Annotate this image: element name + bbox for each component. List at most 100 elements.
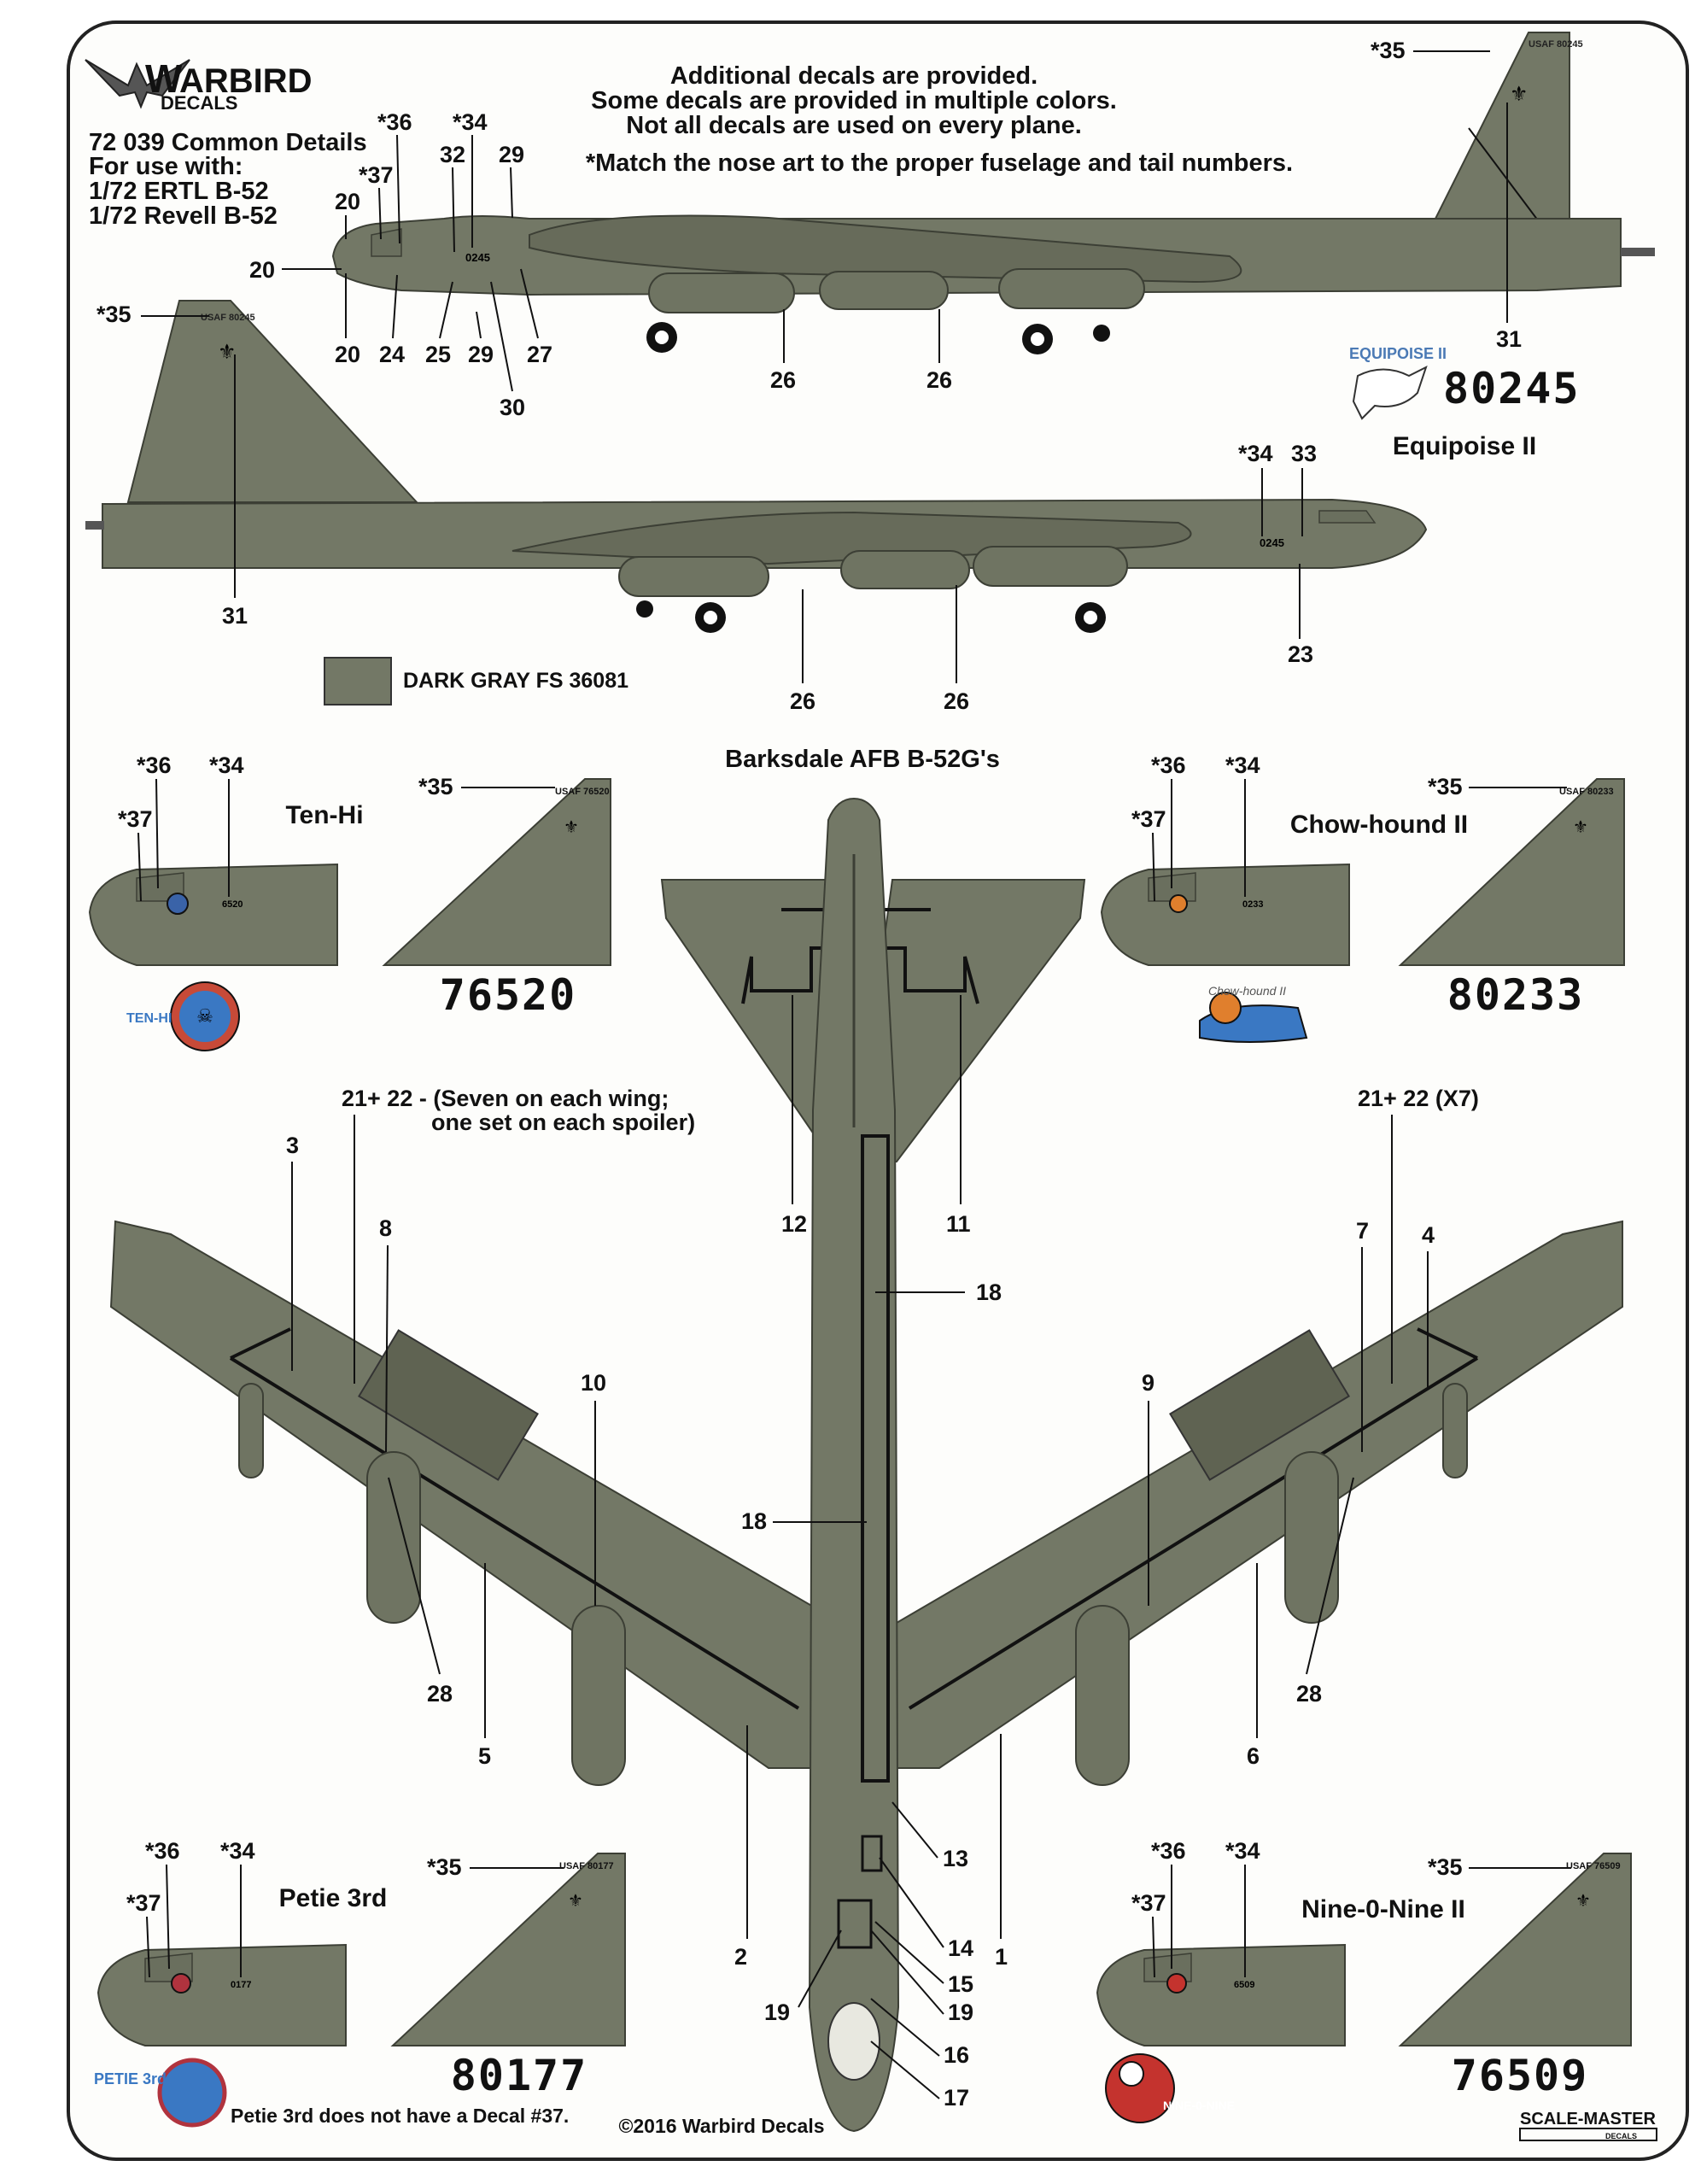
svg-text:28: 28 [427,1681,453,1707]
svg-text:2: 2 [734,1944,747,1970]
variant-nine-0-nine: 6509 *36 *34 *37 Nine-0-Nine II NINE-0-N… [1096,1838,1632,2123]
svg-text:*35: *35 [96,302,132,327]
top-fuselage [808,797,900,2133]
svg-text:⚜: ⚜ [568,1892,583,1911]
fin-petie [390,1853,626,2046]
svg-text:NINE-0-NINE: NINE-0-NINE [1163,2099,1235,2112]
svg-text:*36: *36 [1151,752,1186,778]
svg-text:26: 26 [790,688,815,714]
svg-text:29: 29 [468,342,494,367]
svg-text:Chow-hound II: Chow-hound II [1208,984,1286,998]
svg-text:0177: 0177 [231,1980,251,1990]
note-3: Not all decals are used on every plane. [626,112,1082,139]
svg-text:26: 26 [944,688,969,714]
svg-text:20: 20 [249,257,275,283]
scale-master-logo: SCALE-MASTER DECALS [1519,2110,1657,2141]
logo-word: ARBIRD [179,62,313,100]
skull-icon: ☠ [196,1005,213,1027]
callouts-top-view: 12 11 18 18 13 14 15 19 19 16 17 2 1 3 8… [286,995,1435,2111]
fin-chow-hound [1398,778,1625,966]
equipoise-nose-art: EQUIPOISE II [1349,345,1447,362]
svg-text:20: 20 [335,189,360,214]
svg-text:USAF 80177: USAF 80177 [559,1861,614,1871]
top-view [109,797,1623,2133]
svg-text:24: 24 [379,342,405,367]
svg-text:4: 4 [1422,1222,1435,1248]
svg-text:10: 10 [581,1370,606,1396]
use-with: For use with: [89,153,243,180]
fleur-icon: ⚜ [1510,83,1529,106]
kit-1: 1/72 ERTL B-52 [89,178,269,205]
side-view-left: USAF 80245 ⚜ 0245 [331,32,1655,354]
svg-text:*34: *34 [209,752,244,778]
svg-text:*35: *35 [1428,1854,1463,1880]
svg-text:6520: 6520 [222,899,243,910]
ten-hi-nose-art-icon [167,893,189,915]
center-title: Barksdale AFB B-52G's [725,746,1000,773]
note-4: *Match the nose art to the proper fusela… [586,149,1293,177]
svg-text:15: 15 [948,1971,973,1997]
svg-text:31: 31 [1496,326,1522,352]
svg-text:25: 25 [425,342,451,367]
serial-76520: 76520 [440,970,577,1020]
fleur-icon-2: ⚜ [218,341,237,364]
serial-76509: 76509 [1452,2051,1589,2100]
note-2: Some decals are provided in multiple col… [591,87,1117,114]
fin-text-2: USAF 80245 [201,313,255,323]
svg-text:USAF 76509: USAF 76509 [1566,1861,1621,1871]
svg-text:*34: *34 [1225,752,1260,778]
svg-text:8: 8 [379,1215,392,1241]
svg-text:18: 18 [741,1508,767,1534]
svg-text:*35: *35 [1428,774,1463,799]
color-swatch [324,657,392,706]
svg-text:7: 7 [1356,1218,1369,1244]
note-1: Additional decals are provided. [670,62,1038,90]
svg-text:32: 32 [440,142,465,167]
kit-2: 1/72 Revell B-52 [89,202,278,230]
svg-text:11: 11 [946,1211,971,1237]
variant-ten-hi: 6520 *36 *34 *37 Ten-Hi ☠ TEN-HI USAF 76… [88,752,611,1051]
logo-sub: DECALS [161,92,237,114]
svg-text:27: 27 [527,342,552,367]
name-petie: Petie 3rd [279,1884,388,1912]
horse-icon [1352,366,1428,420]
copyright: ©2016 Warbird Decals [618,2115,824,2137]
equipoise-art: EQUIPOISE II 80245 Equipoise II [1349,345,1579,460]
svg-text:*37: *37 [118,806,153,832]
svg-text:19: 19 [948,2000,973,2025]
svg-text:12: 12 [781,1211,807,1237]
tail-fin [1332,32,1570,221]
svg-text:⚜: ⚜ [564,818,579,837]
svg-text:5: 5 [478,1743,491,1769]
svg-text:⚜: ⚜ [1575,1892,1591,1911]
svg-text:17: 17 [944,2085,969,2111]
color-label: DARK GRAY FS 36081 [403,669,628,693]
svg-text:USAF 80233: USAF 80233 [1559,787,1614,797]
svg-text:*37: *37 [359,162,394,188]
svg-text:*34: *34 [1238,441,1273,466]
sheet-title: 72 039 Common Details [89,129,367,156]
variant-chow-hound: 0233 *36 *34 *37 Chow-hound II Chow-houn… [1100,752,1625,1043]
svg-text:*35: *35 [427,1854,462,1880]
svg-text:W: W [145,56,183,101]
svg-text:29: 29 [499,142,524,167]
svg-text:6509: 6509 [1234,1980,1254,1990]
svg-text:*34: *34 [1225,1838,1260,1864]
warbird-logo: W ARBIRD DECALS [85,56,313,114]
svg-text:1: 1 [995,1944,1008,1970]
wing-note-right: 21+ 22 (X7) [1358,1086,1479,1111]
svg-text:*34: *34 [453,109,488,135]
svg-text:13: 13 [943,1846,968,1871]
side-view-right: USAF 80245 ⚜ 0245 [85,300,1428,633]
petie-note: Petie 3rd does not have a Decal #37. [231,2105,569,2127]
svg-text:PETIE 3rd: PETIE 3rd [94,2070,167,2087]
svg-text:*37: *37 [1131,806,1166,832]
svg-text:20: 20 [335,342,360,367]
name-nine-0-nine: Nine-0-Nine II [1301,1895,1465,1923]
fuselage-number: 0245 [465,251,490,264]
fuselage-number-2: 0245 [1260,536,1284,549]
dog-icon [1209,992,1242,1024]
svg-text:*34: *34 [220,1838,255,1864]
svg-text:*35: *35 [418,774,453,799]
